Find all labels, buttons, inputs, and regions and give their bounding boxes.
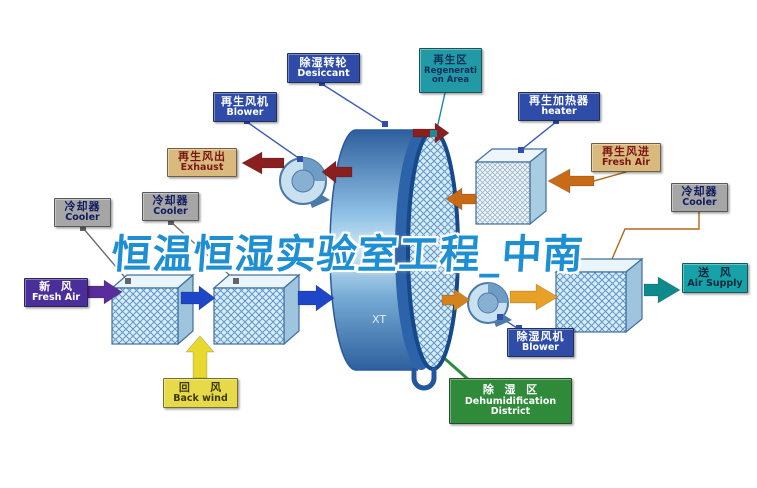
label-desiccant-wheel-zh: 除湿转轮 [299, 55, 348, 69]
supply-arrow [643, 276, 681, 304]
label-back-wind: 回 风 Back wind [163, 378, 238, 408]
regen-fan [279, 157, 330, 208]
label-cooler-left-zh: 冷却器 [64, 200, 101, 214]
label-regen-area: 再生区 Regenerati on Area [419, 48, 482, 93]
label-cooler-left: 冷却器 Cooler [54, 198, 111, 227]
label-air-supply: 送 风 Air Supply [682, 263, 748, 293]
label-regen-area-zh: 再生区 [433, 54, 468, 67]
label-regen-fresh-air-zh: 再生风进 [602, 145, 650, 159]
process-fan [467, 282, 512, 327]
label-dehumid-blower: 除湿风机 Blower [507, 328, 574, 357]
cooler-box-mid [212, 273, 301, 346]
label-regen-fresh-air-en: Fresh Air [601, 157, 651, 169]
label-cooler-right-zh: 冷却器 [681, 185, 718, 199]
label-regen-area-en2: on Area [431, 75, 470, 86]
label-regen-exhaust-en: Exhaust [180, 162, 224, 174]
process-out-arrow-2 [509, 283, 559, 311]
regen-out-arrow-2 [241, 151, 285, 175]
process-out-arrow-1 [441, 288, 471, 312]
label-air-supply-zh: 送 风 [698, 265, 732, 279]
label-fresh-air-zh: 新 风 [39, 280, 73, 294]
label-desiccant-wheel-en: Desiccant [297, 67, 350, 79]
label-fresh-air-en: Fresh Air [31, 292, 81, 304]
label-regen-blower-en: Blower [226, 106, 264, 118]
label-regen-fresh-air: 再生风进 Fresh Air [591, 143, 661, 172]
label-dehumid-district: 除 湿 区 Dehumidification District [449, 378, 572, 424]
wheel-drive [411, 368, 437, 391]
desiccant-wheel [329, 129, 460, 391]
cooler-box-right [554, 257, 644, 334]
label-back-wind-zh: 回 风 [178, 380, 223, 394]
label-cooler-right-en: Cooler [682, 197, 717, 209]
label-cooler-left-en: Cooler [65, 212, 100, 224]
label-regen-heater-zh: 再生加热器 [529, 94, 589, 108]
label-regen-blower-zh: 再生风机 [221, 94, 269, 108]
small-watermark: XT [372, 313, 386, 326]
watermark-title: 恒温恒湿实验室工程_中南 [110, 231, 586, 278]
label-fresh-air: 新 风 Fresh Air [24, 278, 88, 307]
label-regen-heater: 再生加热器 heater [518, 92, 600, 121]
label-cooler-mid: 冷却器 Cooler [142, 192, 199, 221]
label-regen-heater-en: heater [541, 106, 577, 118]
regen-in-arrow-2 [445, 187, 477, 211]
label-regen-blower: 再生风机 Blower [213, 92, 277, 122]
label-dehumid-blower-zh: 除湿风机 [516, 330, 565, 344]
regen-out-arrow-1 [321, 160, 353, 184]
label-regen-area-en1: Regenerati [424, 65, 477, 76]
label-air-supply-en: Air Supply [687, 277, 743, 289]
label-dehumid-district-en2: District [490, 406, 531, 418]
process-arrow-2 [297, 284, 335, 312]
process-arrow-1 [180, 285, 216, 311]
label-cooler-mid-zh: 冷却器 [152, 194, 189, 208]
flow-arrows [85, 122, 681, 379]
label-regen-exhaust: 再生风出 Exhaust [167, 148, 237, 177]
label-back-wind-en: Back wind [173, 392, 228, 404]
label-desiccant-wheel: 除湿转轮 Desiccant [287, 53, 360, 83]
label-cooler-right: 冷却器 Cooler [671, 183, 728, 212]
label-dehumid-district-en1: Dehumidification [464, 395, 557, 407]
heater-box [474, 147, 548, 226]
cooler-box-left [110, 273, 195, 346]
label-dehumid-district-zh: 除 湿 区 [482, 383, 539, 397]
label-dehumid-blower-en: Blower [522, 342, 559, 354]
fresh-air-arrow [85, 279, 123, 305]
label-cooler-mid-en: Cooler [153, 206, 188, 218]
return-air-arrow [185, 335, 215, 379]
label-regen-exhaust-zh: 再生风出 [178, 150, 226, 164]
regen-in-arrow-1 [547, 168, 595, 194]
